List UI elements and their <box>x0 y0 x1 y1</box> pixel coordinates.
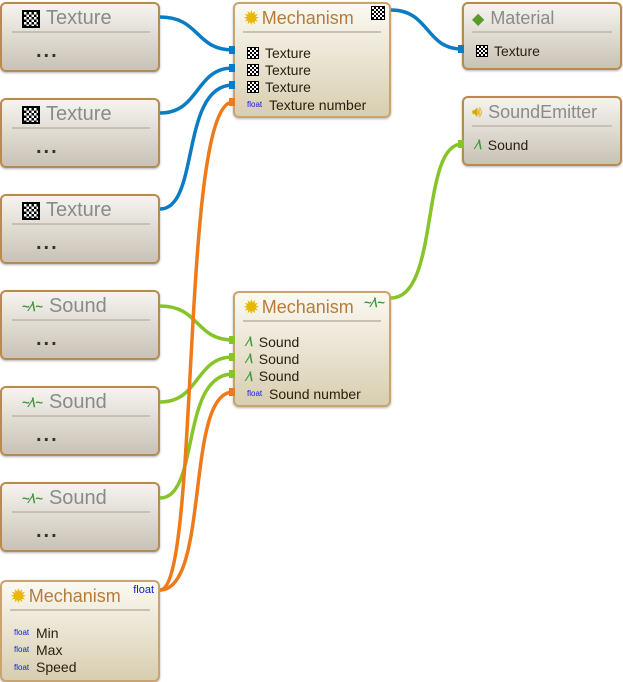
texture-icon <box>247 63 259 76</box>
texture-icon <box>22 9 40 28</box>
port-label: Texture <box>494 42 540 59</box>
sound-source-node[interactable]: ~⁄\~ Sound ... <box>0 482 160 552</box>
node-title: Sound <box>48 295 107 317</box>
node-title: Texture <box>46 103 112 125</box>
sound-wave-icon: ~⁄\~ <box>22 395 43 410</box>
float-tag: float <box>14 662 30 672</box>
mechanism-sound-node[interactable]: ✹Mechanism ~⁄\~ ⁄\ Sound ⁄\ Sound ⁄\ Sound … <box>233 291 391 407</box>
input-port[interactable]: ⁄\ Sound <box>247 368 361 385</box>
node-title: SoundEmitter <box>488 102 598 122</box>
node-title: Sound <box>48 391 107 413</box>
output-port-sound-icon[interactable]: ~⁄\~ <box>364 295 385 310</box>
material-icon: ◆ <box>472 10 485 28</box>
node-body: ... <box>36 328 59 350</box>
wire-sound-3 <box>159 372 234 500</box>
node-title: Sound <box>48 487 107 509</box>
wire-texture-1 <box>159 15 234 52</box>
node-title: Mechanism <box>28 586 121 606</box>
port-label: Sound <box>258 333 300 350</box>
input-port[interactable]: Texture <box>476 42 540 59</box>
speaker-icon: 🔊︎ <box>472 103 483 121</box>
wire-float-sound-number <box>159 390 234 592</box>
input-port[interactable]: ⁄\ Sound <box>247 333 361 350</box>
material-node[interactable]: ◆ Material Texture <box>462 2 622 70</box>
gear-icon: ✹ <box>243 8 260 30</box>
port-label: Texture number <box>269 96 367 113</box>
port-label: Sound <box>258 350 300 367</box>
sound-wave-icon: ⁄\ <box>247 351 253 367</box>
texture-source-node[interactable]: Texture ... <box>0 194 160 264</box>
texture-source-node[interactable]: Texture ... <box>0 98 160 168</box>
texture-icon <box>476 44 488 57</box>
node-title: Texture <box>46 7 112 29</box>
input-port[interactable]: ⁄\ Sound <box>476 136 528 153</box>
mechanism-texture-node[interactable]: ✹Mechanism Texture Texture Texture float… <box>233 2 391 118</box>
sound-wave-icon: ⁄\ <box>247 368 253 384</box>
port-label: Texture <box>265 44 311 61</box>
texture-source-node[interactable]: Texture ... <box>0 2 160 72</box>
port-label: Sound number <box>269 385 361 402</box>
node-title: Mechanism <box>261 8 354 28</box>
input-port[interactable]: ⁄\ Sound <box>247 350 361 367</box>
port-label: Sound <box>487 136 529 153</box>
port-label: Max <box>36 641 63 658</box>
port-label: Min <box>36 624 59 641</box>
port-label: Texture <box>265 61 311 78</box>
input-port[interactable]: float Min <box>14 624 76 641</box>
texture-icon <box>247 46 259 59</box>
sound-source-node[interactable]: ~⁄\~ Sound ... <box>0 386 160 456</box>
node-body: ... <box>36 520 59 542</box>
port-label: Speed <box>36 659 77 676</box>
float-tag: float <box>247 100 263 110</box>
input-port[interactable]: float Sound number <box>247 385 361 402</box>
sound-wave-icon: ⁄\ <box>476 137 482 153</box>
wire-mech-material <box>390 8 463 51</box>
texture-icon <box>22 105 40 124</box>
sound-wave-icon: ~⁄\~ <box>22 299 43 314</box>
gear-icon: ✹ <box>243 297 260 319</box>
input-port[interactable]: Texture <box>247 79 366 96</box>
node-body: ... <box>36 40 59 62</box>
float-tag: float <box>247 389 263 399</box>
input-port[interactable]: float Speed <box>14 659 76 676</box>
wire-texture-3 <box>159 83 234 211</box>
port-label: Texture <box>265 79 311 96</box>
port-label: Sound <box>258 368 300 385</box>
output-port-float[interactable]: float <box>133 584 154 596</box>
sound-emitter-node[interactable]: 🔊︎ SoundEmitter ⁄\ Sound <box>462 96 622 166</box>
input-port[interactable]: Texture <box>247 61 366 78</box>
node-title: Texture <box>46 199 112 221</box>
wire-sound-1 <box>159 304 234 342</box>
wire-float-texture-number <box>159 100 234 592</box>
wire-sound-2 <box>159 355 234 404</box>
sound-wave-icon: ~⁄\~ <box>22 491 43 506</box>
wire-texture-2 <box>159 66 234 115</box>
sound-source-node[interactable]: ~⁄\~ Sound ... <box>0 290 160 360</box>
wire-mech-soundemitter <box>390 142 463 300</box>
node-body: ... <box>36 424 59 446</box>
texture-icon <box>247 81 259 94</box>
texture-icon <box>22 201 40 220</box>
input-port[interactable]: float Texture number <box>247 96 366 113</box>
gear-icon: ✹ <box>10 586 27 608</box>
node-title: Material <box>490 8 555 28</box>
node-body: ... <box>36 232 59 254</box>
node-body: ... <box>36 136 59 158</box>
float-tag: float <box>14 628 30 638</box>
input-port[interactable]: float Max <box>14 641 76 658</box>
input-port[interactable]: Texture <box>247 44 366 61</box>
output-port-texture-icon[interactable] <box>371 6 385 20</box>
sound-wave-icon: ⁄\ <box>247 334 253 350</box>
node-title: Mechanism <box>261 297 354 317</box>
float-tag: float <box>14 645 30 655</box>
